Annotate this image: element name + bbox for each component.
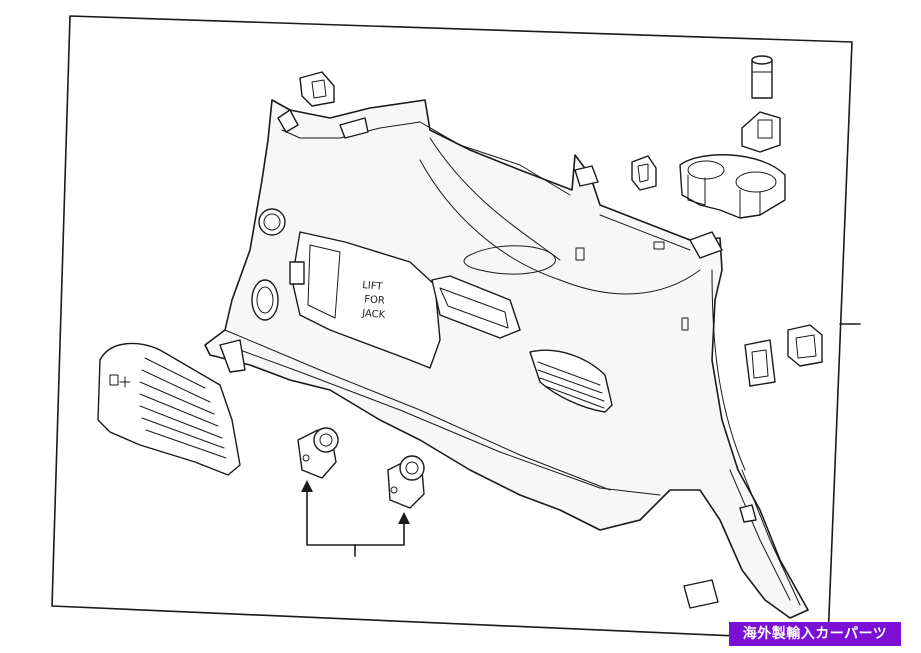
panel-label-line-3: JACK [361, 308, 386, 321]
watermark-badge: 海外製輸入カーパーツ [729, 622, 901, 646]
panel-label-line-1: LIFT [362, 280, 384, 293]
quarter-trim-panel [204, 99, 809, 619]
label-tag [683, 579, 719, 609]
speaker-grille [97, 342, 241, 476]
panel-label-line-2: FOR [364, 294, 386, 307]
push-pin-fastener [744, 339, 776, 387]
retainer-clip-small [631, 155, 657, 191]
callout-bracket [301, 480, 410, 557]
tie-down-hook-left [297, 427, 339, 479]
lamp-socket [741, 111, 781, 153]
panel-label: LIFT FOR JACK [361, 280, 386, 321]
retainer-clip-right [787, 324, 823, 367]
tie-down-hook-right [387, 455, 425, 509]
cup-holder [679, 154, 786, 219]
lamp-bulb [751, 55, 773, 99]
retainer-clip-top [299, 71, 335, 107]
